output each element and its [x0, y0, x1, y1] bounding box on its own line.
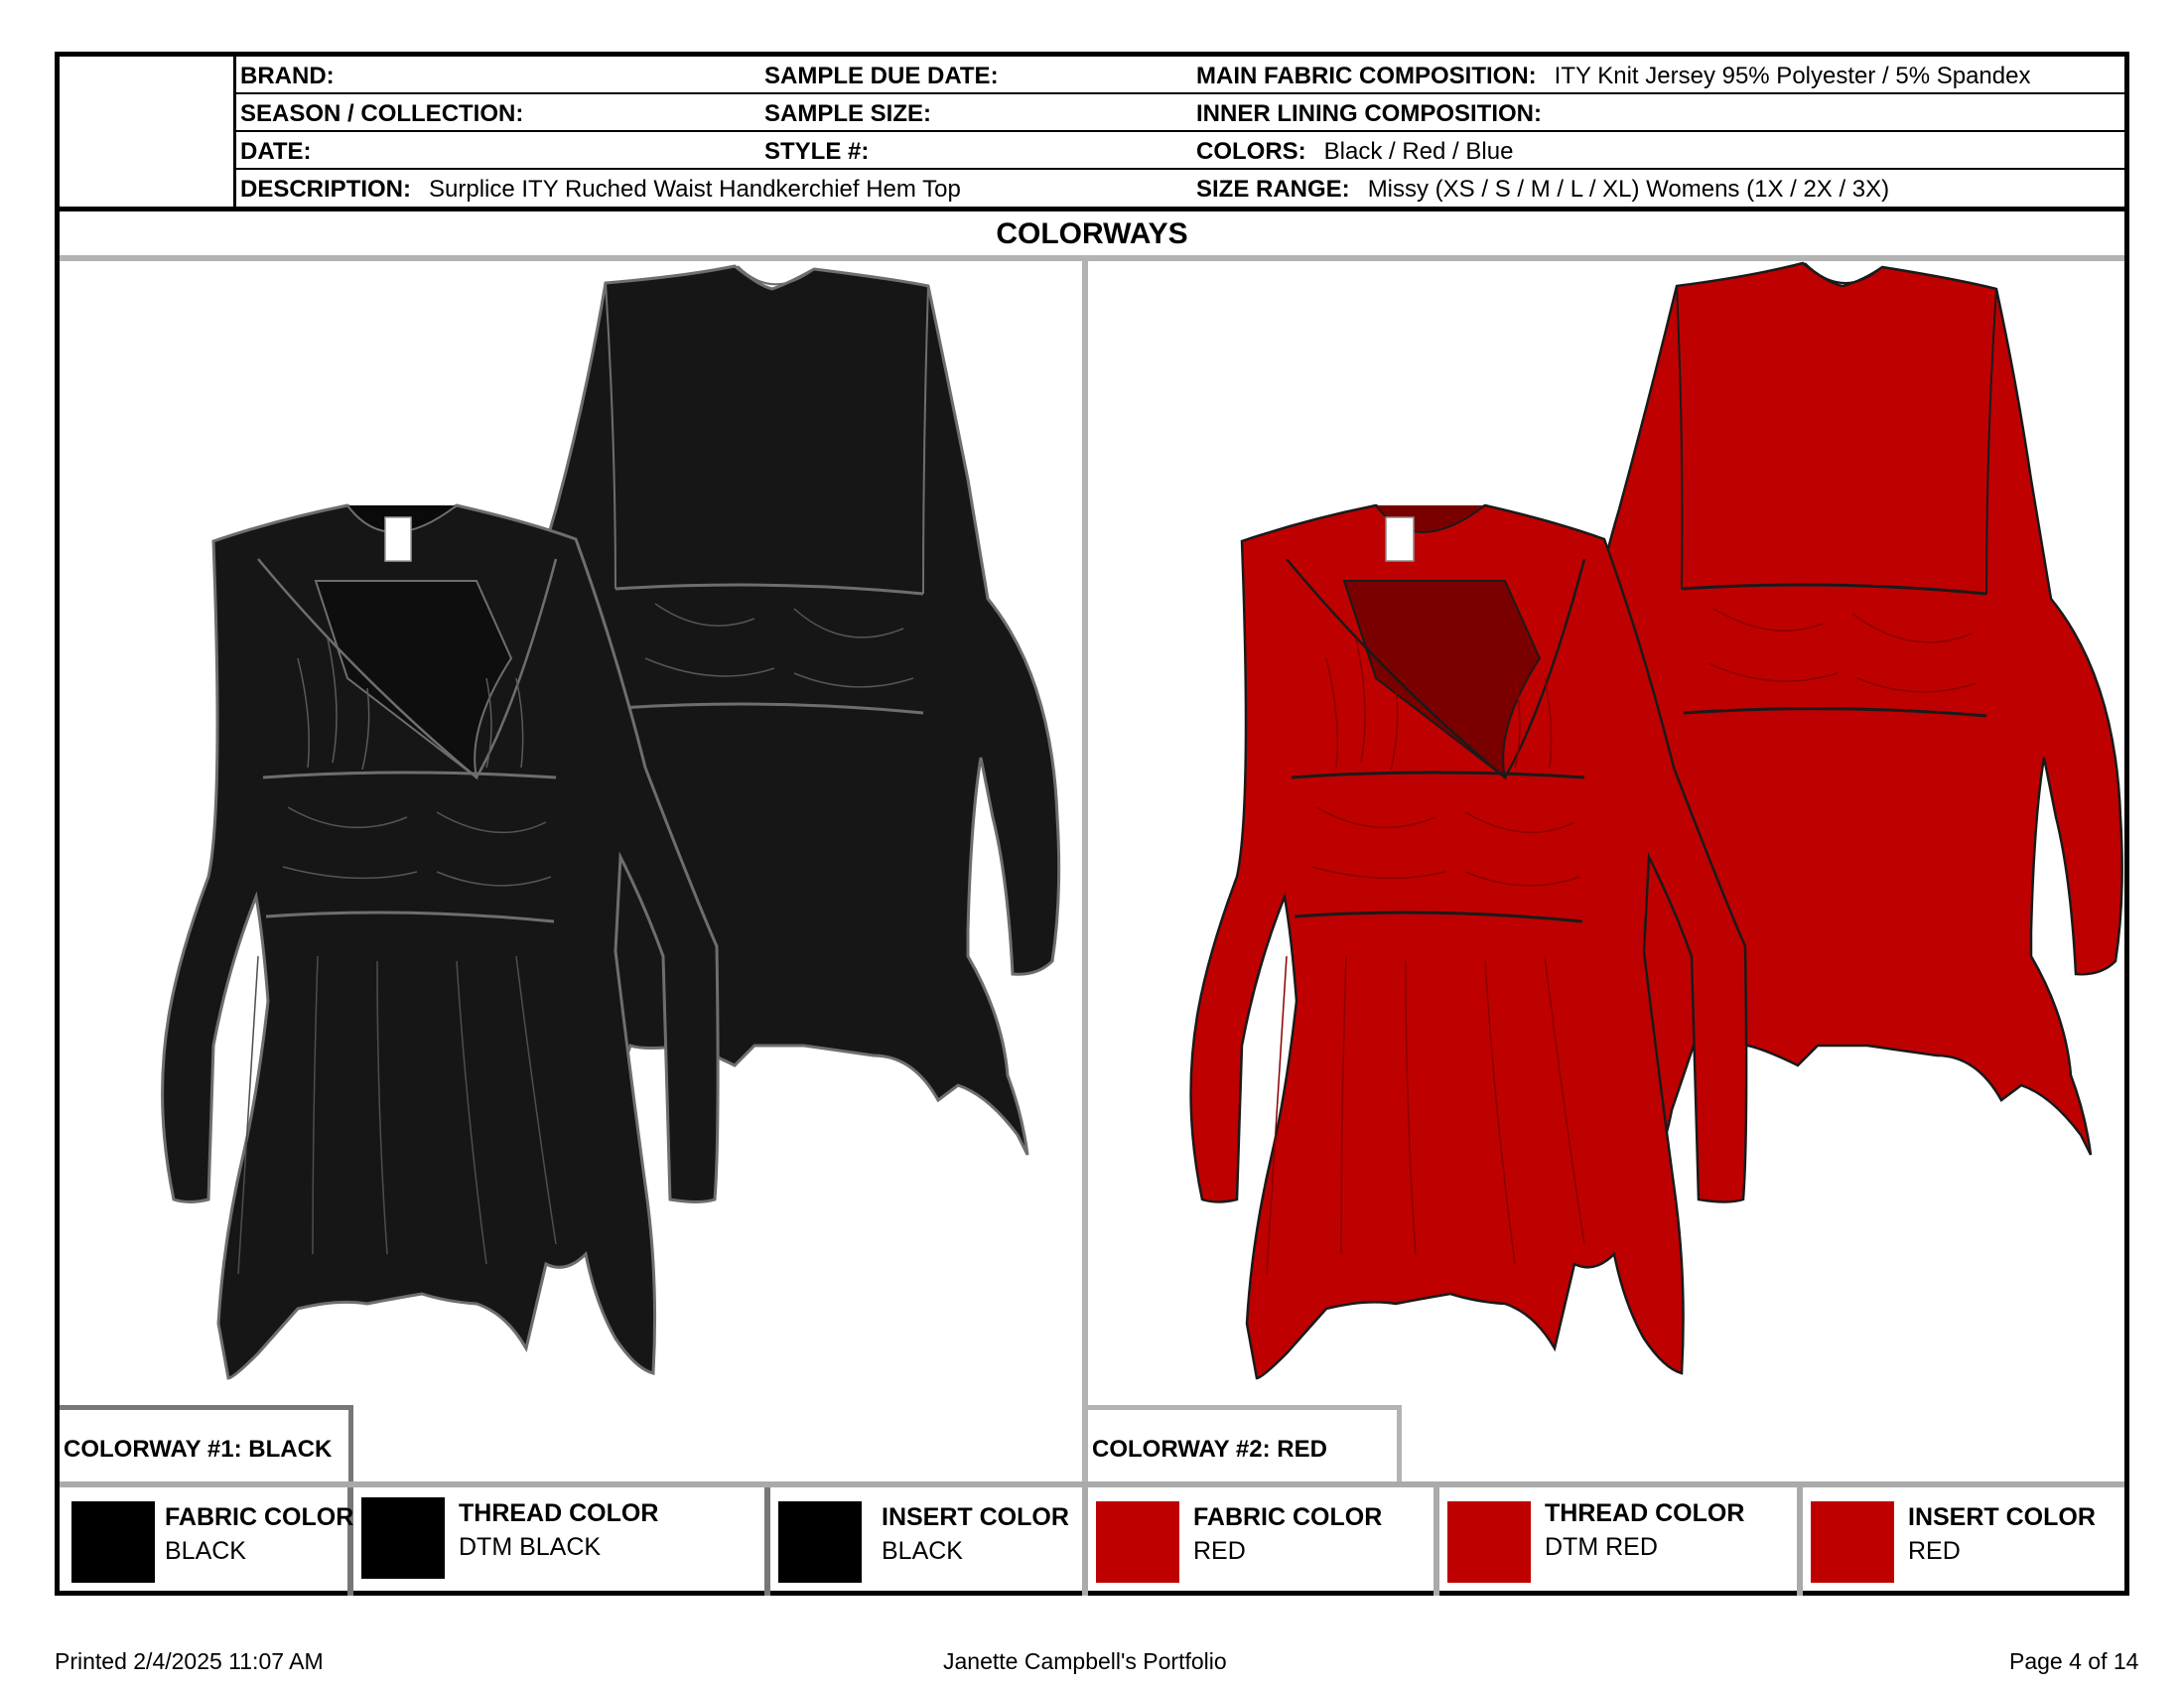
- swatch-value: DTM BLACK: [459, 1533, 602, 1561]
- swatch-value: RED: [1193, 1537, 1246, 1565]
- header-row-1: BRAND: SAMPLE DUE DATE: MAIN FABRIC COMP…: [236, 57, 2124, 94]
- style-label: STYLE #:: [764, 138, 870, 165]
- swatch-thread-black: THREAD COLOR DTM BLACK: [353, 1487, 770, 1596]
- swatch-label: THREAD COLOR: [1545, 1499, 1745, 1527]
- swatch-label: FABRIC COLOR: [165, 1503, 354, 1531]
- header-row-2: SEASON / COLLECTION: SAMPLE SIZE: INNER …: [236, 94, 2124, 132]
- colors-value: Black / Red / Blue: [1323, 138, 1514, 165]
- back-view-sketch: [1587, 261, 2123, 1156]
- header-row-4: DESCRIPTION: Surplice ITY Ruched Waist Ha…: [236, 170, 2124, 208]
- footer-page: Page 4 of 14: [2009, 1648, 2139, 1674]
- brand-label: BRAND:: [240, 63, 335, 89]
- colorway-2-label: COLORWAY #2: RED: [1088, 1405, 1402, 1484]
- color-chip: [361, 1497, 445, 1579]
- front-view-sketch: [161, 503, 720, 1380]
- footer-printed: Printed 2/4/2025 11:07 AM: [55, 1648, 324, 1674]
- swatch-fabric-black: FABRIC COLOR BLACK: [60, 1487, 353, 1596]
- swatch-value: DTM RED: [1545, 1533, 1658, 1561]
- sample-size-label: SAMPLE SIZE:: [764, 100, 932, 127]
- color-chip: [1447, 1501, 1531, 1583]
- swatch-value: BLACK: [165, 1537, 246, 1565]
- color-chip: [778, 1501, 862, 1583]
- main-fabric-value: ITY Knit Jersey 95% Polyester / 5% Spand…: [1554, 63, 2031, 89]
- description-label: DESCRIPTION:: [240, 176, 412, 203]
- season-label: SEASON / COLLECTION:: [240, 100, 524, 127]
- swatch-thread-red: THREAD COLOR DTM RED: [1439, 1487, 1803, 1596]
- swatch-insert-black: INSERT COLOR BLACK: [770, 1487, 1088, 1596]
- garment-sketch-red: [1189, 261, 2123, 1380]
- swatch-fabric-red: FABRIC COLOR RED: [1088, 1487, 1439, 1596]
- colorway-panel-black: [60, 261, 1082, 1532]
- footer-portfolio: Janette Campbell's Portfolio: [943, 1648, 1227, 1674]
- spec-header: BRAND: SAMPLE DUE DATE: MAIN FABRIC COMP…: [60, 57, 2124, 211]
- colorway-panel-red: [1082, 261, 2124, 1532]
- inner-lining-label: INNER LINING COMPOSITION:: [1196, 100, 1542, 127]
- tech-pack-sheet: BRAND: SAMPLE DUE DATE: MAIN FABRIC COMP…: [55, 52, 2129, 1596]
- neck-label-black: [384, 516, 412, 562]
- date-label: DATE:: [240, 138, 312, 165]
- swatch-label: INSERT COLOR: [882, 1503, 1069, 1531]
- swatch-label: INSERT COLOR: [1908, 1503, 2096, 1531]
- colorways-title: COLORWAYS: [60, 211, 2124, 261]
- front-view-sketch: [1189, 503, 1748, 1380]
- size-range-value: Missy (XS / S / M / L / XL) Womens (1X /…: [1367, 176, 1890, 203]
- description-value: Surplice ITY Ruched Waist Handkerchief H…: [429, 176, 961, 203]
- sample-due-label: SAMPLE DUE DATE:: [764, 63, 999, 89]
- garment-sketch-black: [161, 264, 1061, 1380]
- swatch-label: THREAD COLOR: [459, 1499, 659, 1527]
- swatch-row: FABRIC COLOR BLACK THREAD COLOR DTM BLAC…: [60, 1481, 2124, 1596]
- neck-label-red: [1385, 516, 1415, 562]
- swatch-value: BLACK: [882, 1537, 963, 1565]
- header-row-3: DATE: STYLE #: COLORS: Black / Red / Blue: [236, 132, 2124, 170]
- colorway-1-label: COLORWAY #1: BLACK: [60, 1405, 353, 1484]
- logo-box: [60, 57, 236, 207]
- size-range-label: SIZE RANGE:: [1196, 176, 1350, 203]
- main-fabric-label: MAIN FABRIC COMPOSITION:: [1196, 63, 1537, 89]
- swatch-insert-red: INSERT COLOR RED: [1803, 1487, 2124, 1596]
- color-chip: [1096, 1501, 1179, 1583]
- colors-label: COLORS:: [1196, 138, 1306, 165]
- swatch-label: FABRIC COLOR: [1193, 1503, 1383, 1531]
- swatch-value: RED: [1908, 1537, 1961, 1565]
- color-chip: [71, 1501, 155, 1583]
- color-chip: [1811, 1501, 1894, 1583]
